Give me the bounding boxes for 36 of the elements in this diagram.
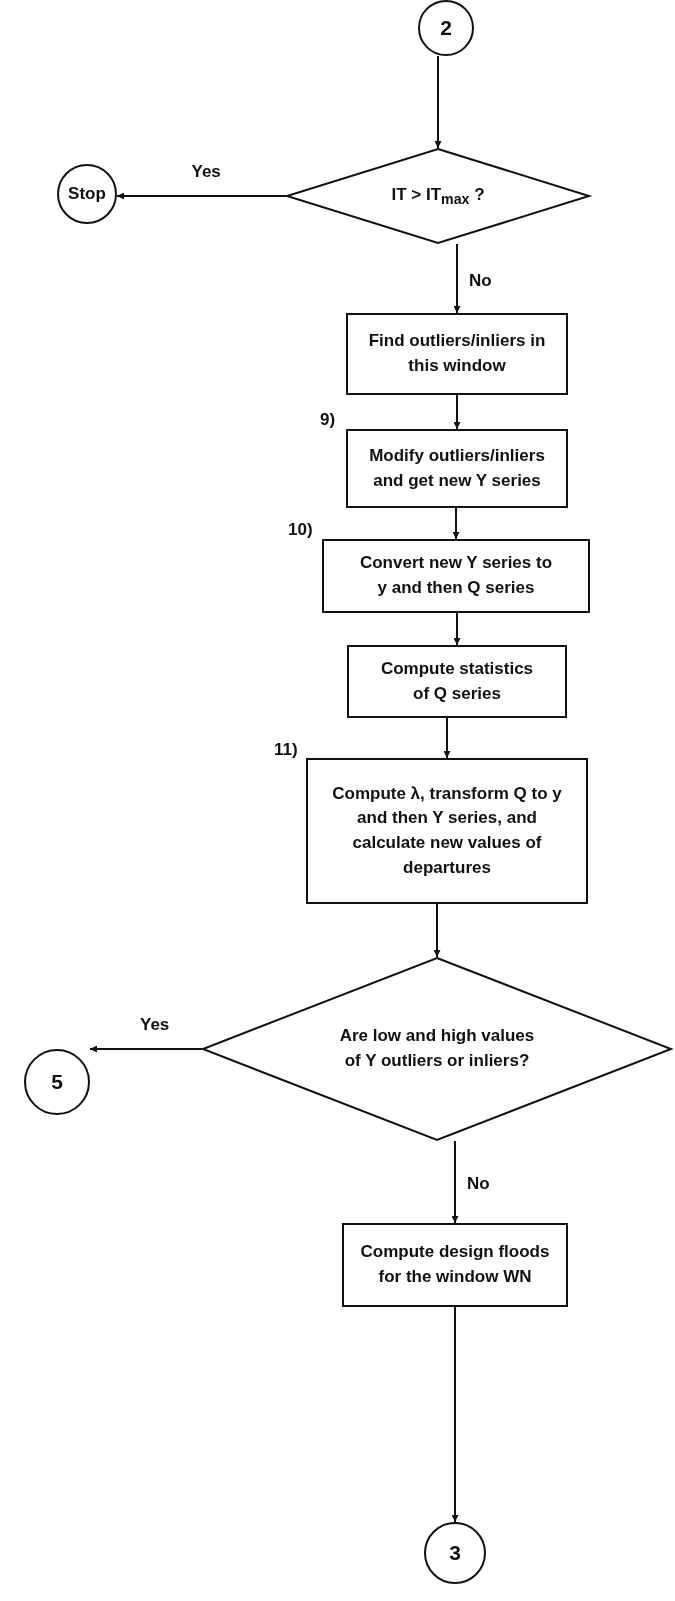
process-box [342, 1223, 568, 1307]
connector-label: 5 [51, 1068, 63, 1095]
connector-circle [418, 0, 474, 56]
process-box [346, 313, 568, 395]
connector-label: 2 [440, 14, 452, 41]
process-box [322, 539, 590, 613]
step-text: Compute λ, transform Q to y and then Y series, and calculate new values of departures [332, 782, 562, 879]
process-box [347, 645, 567, 718]
step-text: Convert new Y series to y and then Q series [358, 552, 554, 599]
connector-label: 3 [449, 1539, 461, 1566]
step-text: IT > IT$_{max}$ ? [391, 183, 485, 209]
arrow [452, 507, 460, 540]
step-number: 9) [318, 410, 338, 430]
step-number: 11) [272, 740, 300, 760]
arrow [453, 243, 461, 314]
connector-label: Stop [68, 182, 106, 205]
arrow [116, 192, 287, 200]
arrow [443, 717, 451, 759]
arrow [453, 612, 461, 646]
arrow [451, 1306, 459, 1523]
process-box [306, 758, 588, 904]
decision-diamond [202, 957, 672, 1141]
step-number: 10) [286, 520, 315, 540]
arrow [451, 1140, 459, 1224]
arrow [89, 1045, 203, 1053]
arrow [453, 394, 461, 430]
step-text: Modify outliers/inliers and get new Y series [368, 444, 546, 492]
arrow [433, 903, 441, 958]
arrow [434, 55, 442, 149]
step-text: Find outliers/inliers in this window [367, 330, 547, 377]
process-box [346, 429, 568, 508]
decision-diamond [286, 148, 590, 244]
step-text: Compute statistics of Q series [379, 657, 535, 705]
connector-circle [57, 164, 117, 224]
step-text: Are low and high values of Y outliers or inliers? [338, 1025, 536, 1072]
step-text: Compute design floods for the window WN [359, 1241, 551, 1288]
